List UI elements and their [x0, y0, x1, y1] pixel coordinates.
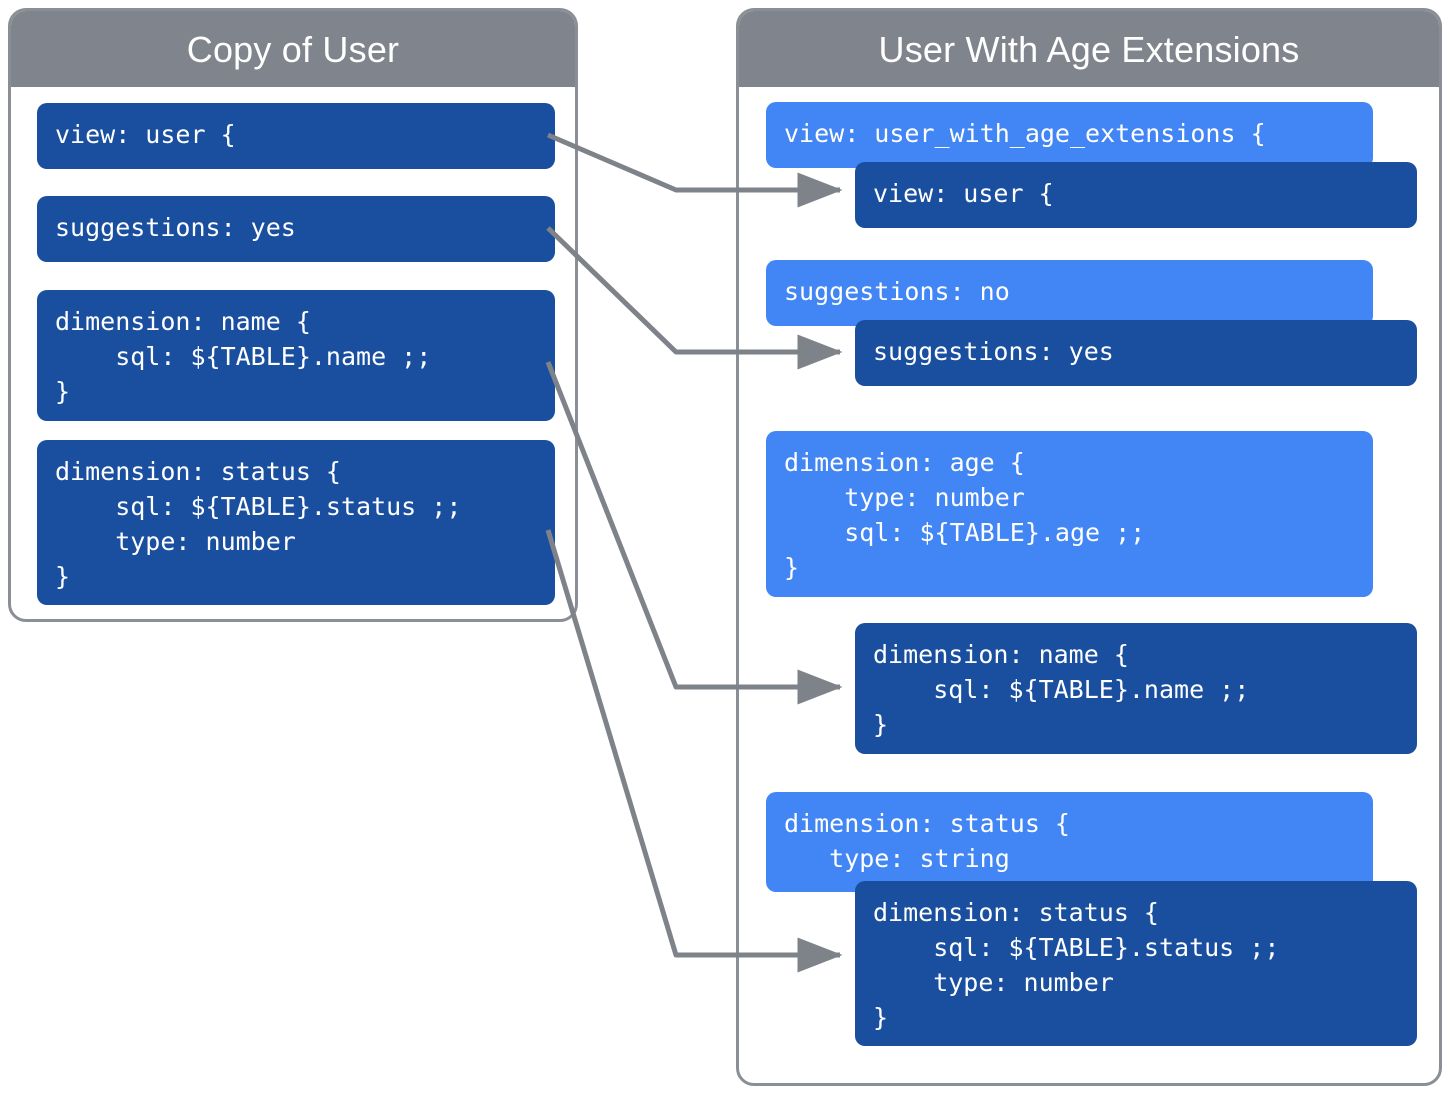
code-block-right-dimension-status-number: dimension: status { sql: ${TABLE}.status…: [855, 881, 1417, 1046]
panel-left-title: Copy of User: [11, 11, 575, 87]
code-block-right-dimension-name: dimension: name { sql: ${TABLE}.name ;; …: [855, 623, 1417, 754]
panel-copy-of-user: Copy of User view: user { suggestions: y…: [8, 8, 578, 622]
code-block-right-suggestions-no: suggestions: no: [766, 260, 1373, 326]
code-block-right-suggestions-yes: suggestions: yes: [855, 320, 1417, 386]
code-block-right-view-extension: view: user_with_age_extensions {: [766, 102, 1373, 168]
code-block-left-dimension-status: dimension: status { sql: ${TABLE}.status…: [37, 440, 555, 605]
code-block-right-dimension-status-string: dimension: status { type: string: [766, 792, 1373, 892]
panel-right-title: User With Age Extensions: [739, 11, 1439, 87]
panel-user-with-age-extensions: User With Age Extensions view: user_with…: [736, 8, 1442, 1086]
code-block-right-dimension-age: dimension: age { type: number sql: ${TAB…: [766, 431, 1373, 597]
code-block-left-dimension-name: dimension: name { sql: ${TABLE}.name ;; …: [37, 290, 555, 421]
code-block-left-suggestions: suggestions: yes: [37, 196, 555, 262]
code-block-left-view: view: user {: [37, 103, 555, 169]
code-block-right-view-user: view: user {: [855, 162, 1417, 228]
